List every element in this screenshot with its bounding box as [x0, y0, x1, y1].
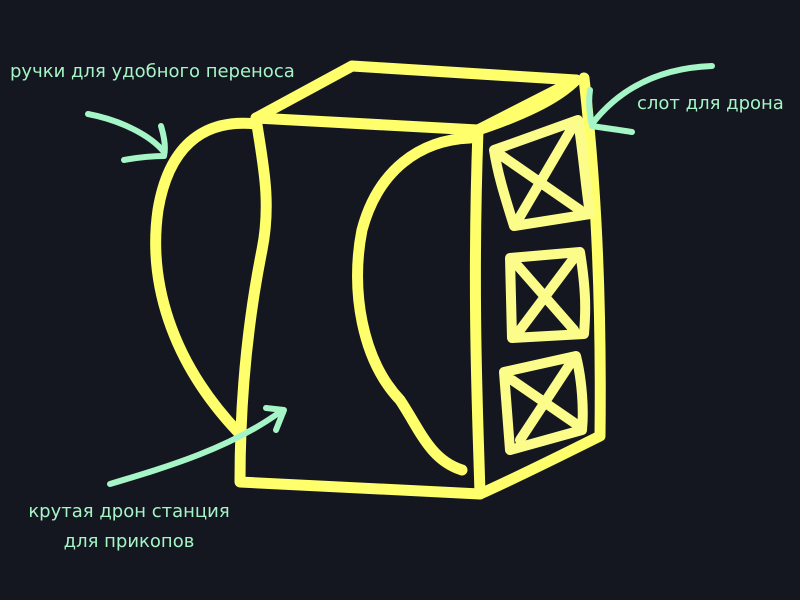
box-front-face: [234, 112, 486, 500]
drone-slot-1: [489, 115, 595, 231]
label-handles: ручки для удобного переноса: [10, 61, 295, 82]
label-station-line2: для прикопов: [63, 531, 195, 552]
box-side-edge: [474, 72, 606, 500]
arrow-to-station: [107, 405, 287, 487]
arrow-to-handles: [85, 111, 168, 163]
drone-slot-3: [499, 351, 588, 455]
handle-front: [352, 132, 476, 476]
box-side-top-edge: [472, 74, 582, 136]
label-drone-slot: слот для дрона: [637, 93, 784, 114]
arrow-to-drone-slot: [586, 63, 715, 135]
drone-slot-2: [505, 247, 591, 343]
label-station-line1: крутая дрон станция: [28, 501, 230, 522]
handle-left: [150, 117, 262, 438]
box-top-face: [250, 60, 582, 136]
